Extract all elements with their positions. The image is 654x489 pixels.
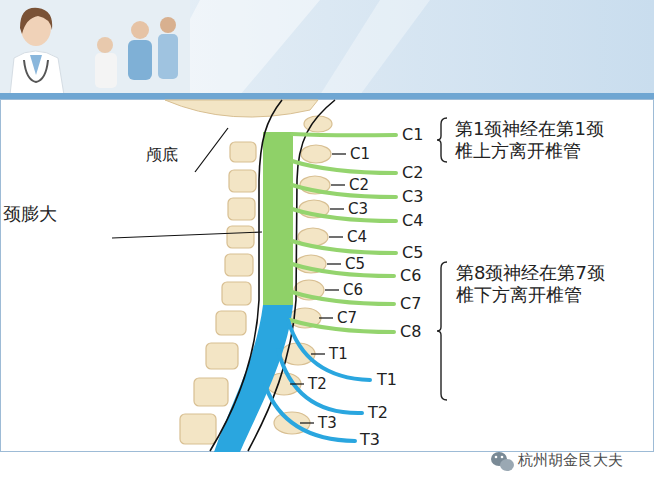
content-panel: [1, 100, 654, 452]
nerve-label: C5: [402, 244, 423, 262]
vertebra-label: C6: [343, 281, 363, 299]
vertebra-label: C3: [348, 200, 368, 218]
light-streak: [320, 0, 430, 95]
thoracic-nerves: [265, 320, 370, 441]
doctor-photo: [0, 0, 190, 95]
anatomy-label: 颈膨大: [3, 205, 57, 223]
vertebra-label: C1: [350, 145, 370, 163]
canal-line: [248, 100, 335, 451]
nerve-label: T3: [360, 431, 380, 449]
vertebra-label: C5: [345, 255, 365, 273]
nerve-label: C2: [402, 164, 423, 182]
anatomy-label: 颅底: [146, 146, 178, 164]
nerve-label: C4: [402, 212, 423, 230]
header-stripe: [0, 93, 654, 99]
nerve-label: C8: [400, 323, 421, 341]
note-text: 第1颈神经在第1颈椎上方离开椎管: [455, 118, 617, 162]
header-banner: [0, 0, 654, 95]
nerve-label: C7: [400, 295, 421, 313]
cervical-cord: [263, 132, 293, 305]
nerve-label: C3: [402, 188, 423, 206]
nerve-label: C6: [400, 267, 421, 285]
nerve-label: T2: [368, 404, 388, 422]
bracket: [437, 118, 447, 400]
skull-base: [165, 100, 318, 117]
thoracic-cord: [214, 305, 293, 452]
vertebra-label: T1: [329, 345, 348, 363]
watermark: 杭州胡金艮大夫: [518, 451, 623, 469]
vertebra-label: T2: [308, 375, 327, 393]
vertebra-label: C4: [347, 228, 367, 246]
leader-lines: [112, 128, 346, 423]
vertebra-label: T3: [318, 414, 337, 432]
wechat-icon: [491, 452, 514, 471]
vertebra-label: C7: [337, 309, 357, 327]
vertebra-label: C2: [349, 176, 369, 194]
note-text: 第8颈神经在第7颈椎下方离开椎管: [456, 262, 618, 306]
cervical-nerves: [290, 134, 396, 332]
nerve-label: C1: [402, 126, 423, 144]
nerve-label: T1: [377, 371, 397, 389]
